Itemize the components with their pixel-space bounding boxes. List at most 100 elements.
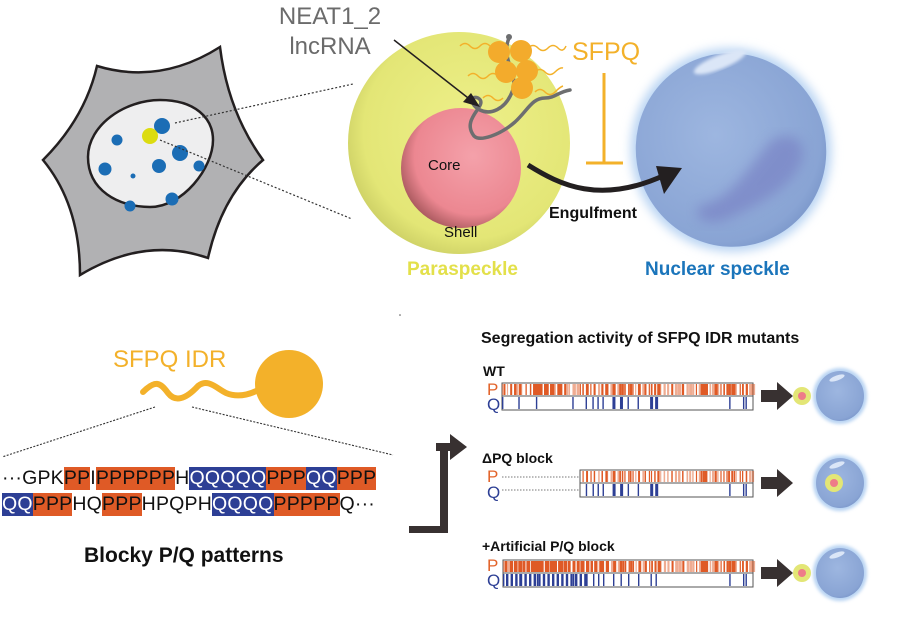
proline-stripe [678, 471, 681, 482]
glutamine-line [592, 484, 594, 496]
proline-stripe [564, 384, 567, 395]
proline-stripe [726, 561, 729, 572]
p-row-label: P [487, 467, 499, 486]
proline-stripe [709, 561, 712, 572]
glutamine-line [592, 397, 594, 409]
proline-stripe [632, 561, 635, 572]
paraspeckle-core [401, 108, 521, 228]
proline-stripe [667, 561, 670, 572]
proline-stripe [621, 384, 624, 395]
glutamine-line [556, 574, 559, 586]
zoom-guide-line [191, 406, 394, 456]
proline-stripe [550, 561, 553, 572]
proline-stripe [660, 384, 662, 395]
proline-stripe [546, 384, 549, 395]
proline-stripe [610, 561, 614, 572]
proline-stripe [749, 561, 753, 572]
proline-stripe [682, 384, 685, 395]
stray-dot [399, 314, 401, 316]
rna-end [506, 34, 512, 40]
glutamine-line [510, 574, 513, 586]
proline-stripe [523, 561, 526, 572]
proline-stripe [544, 384, 548, 395]
glutamine-line [620, 484, 624, 496]
proline-stripe [557, 384, 561, 395]
proline-stripe [671, 384, 674, 395]
proline-stripe [502, 384, 505, 395]
paraspeckle-label: Paraspeckle [407, 259, 518, 280]
glutamine-line [638, 574, 640, 586]
proline-stripe [660, 561, 662, 572]
glutamine-line [585, 397, 587, 409]
proline-stripe [682, 471, 684, 482]
glutamine-line [519, 574, 523, 586]
proline-stripe [706, 561, 709, 572]
p-row-label: P [487, 556, 499, 575]
proline-stripe [698, 384, 703, 395]
proline-block: PPP [102, 493, 142, 516]
glutamine-line [742, 484, 745, 496]
proline-stripe [610, 384, 614, 395]
glutamine-line [613, 574, 615, 586]
proline-stripe [749, 384, 753, 395]
proline-stripe [682, 561, 685, 572]
proline-stripe [533, 561, 537, 572]
proline-stripe [689, 471, 692, 482]
proline-stripe [731, 384, 735, 395]
proline-stripe [720, 384, 722, 395]
proline-stripe [613, 561, 617, 572]
proline-stripe [624, 384, 626, 395]
zoom-guide-line [1, 406, 156, 458]
proline-stripe [651, 561, 653, 572]
proline-stripe [572, 561, 575, 572]
mini-paraspeckle-core [798, 392, 806, 400]
proline-stripe [749, 471, 752, 482]
mutant-label-dpq: ΔPQ block [482, 450, 553, 466]
proline-stripe [526, 561, 528, 572]
lncrna-pointer-head [463, 93, 480, 107]
proline-stripe [624, 561, 627, 572]
mutant-label-artificial: +Artificial P/Q block [482, 538, 615, 554]
proline-stripe [617, 561, 621, 572]
proline-stripe [622, 561, 625, 572]
proline-stripe [654, 384, 657, 395]
sequence-segment: HPQPH [141, 493, 213, 515]
glutamine-line [627, 484, 630, 496]
proline-stripe [617, 471, 620, 482]
mutant-label-wt: WT [483, 363, 505, 379]
proline-stripe [742, 561, 744, 572]
proline-stripe [696, 561, 698, 572]
proline-stripe [695, 384, 698, 395]
glutamine-line [620, 574, 622, 586]
proline-stripe [692, 384, 695, 395]
proline-stripe [650, 384, 653, 395]
proline-block: PPPPP [273, 493, 340, 516]
proline-stripe [644, 384, 647, 395]
proline-stripe [663, 471, 666, 482]
speckle-highlight [829, 461, 845, 469]
glutamine-line [597, 397, 599, 409]
glutamine-line [502, 397, 504, 409]
p-row-label: P [487, 380, 499, 399]
proline-stripe [541, 561, 544, 572]
proline-stripe [582, 384, 584, 395]
glutamine-line [584, 574, 587, 586]
proline-stripe [635, 471, 637, 482]
glutamine-line [593, 574, 595, 586]
proline-stripe [547, 561, 550, 572]
proline-stripe [689, 561, 693, 572]
proline-stripe [595, 561, 598, 572]
proline-stripe [702, 384, 706, 395]
proline-stripe [700, 471, 703, 482]
proline-stripe [511, 561, 514, 572]
proline-stripe [675, 561, 679, 572]
proline-stripe [593, 471, 596, 482]
proline-stripe [733, 384, 736, 395]
proline-stripe [741, 471, 744, 482]
glutamine-line [538, 574, 541, 586]
mini-paraspeckle-core [798, 569, 806, 577]
proline-stripe [692, 561, 695, 572]
glutamine-line [627, 397, 629, 409]
glutamine-line [535, 397, 538, 409]
shell-label: Shell [444, 224, 478, 241]
